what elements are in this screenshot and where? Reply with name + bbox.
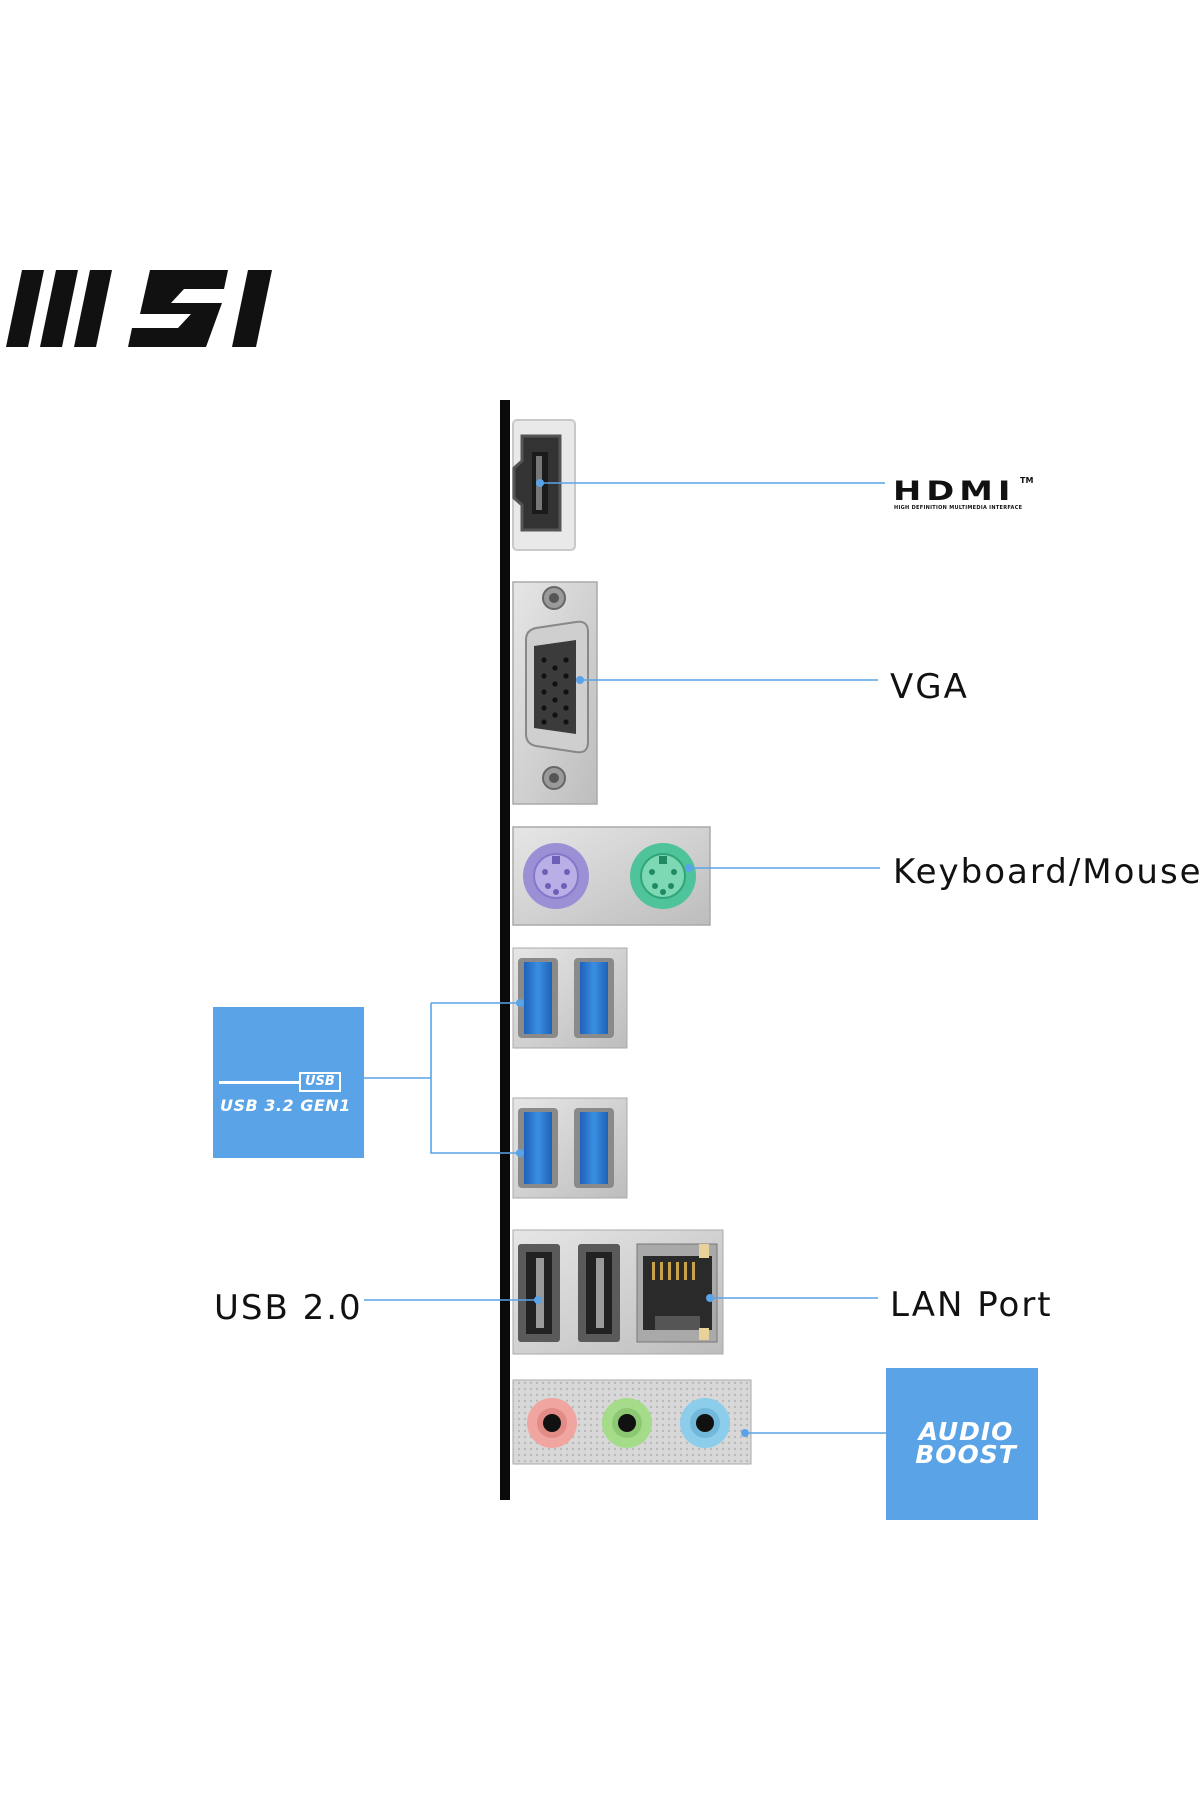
hdmi-subtitle: HIGH DEFINITION MULTIMEDIA INTERFACE [894, 505, 1023, 511]
usb2-lan-port-icon [512, 1229, 724, 1355]
hdmi-port-icon [512, 419, 576, 551]
audio-jack-icon [512, 1379, 752, 1465]
usb32-gen1-badge: USB USB 3.2 GEN1 [213, 1007, 364, 1158]
backplate-edge [500, 400, 510, 1500]
leader-dots [516, 479, 749, 1437]
leader-lines [364, 482, 886, 1434]
usb2-label: USB 2.0 [214, 1288, 363, 1328]
audio-boost-badge: AUDIO BOOST [886, 1368, 1038, 1520]
audio-boost-line1: AUDIO [918, 1417, 1014, 1446]
hdmi-logo: HDMI TM HIGH DEFINITION MULTIMEDIA INTER… [893, 476, 1034, 511]
audio-boost-line2: BOOST [915, 1440, 1017, 1469]
usb32-gen1-text: USB 3.2 GEN1 [220, 1096, 351, 1115]
ps2-port-icon [512, 826, 711, 926]
hdmi-word: HDMI [893, 476, 1016, 507]
rj45-port-icon [636, 1243, 718, 1343]
audio-boost-text: AUDIO BOOST [906, 1417, 1026, 1469]
usb-logo-line [219, 1081, 299, 1084]
usb3-port-icon [512, 947, 628, 1199]
msi-logo [6, 270, 272, 347]
hdmi-trademark: TM [1020, 476, 1034, 485]
lan-port-label: LAN Port [890, 1285, 1053, 1325]
keyboard-mouse-label: Keyboard/Mouse [893, 852, 1200, 892]
vga-label: VGA [890, 667, 969, 707]
vga-port-icon [512, 581, 598, 805]
usb-logo: USB [299, 1072, 341, 1092]
